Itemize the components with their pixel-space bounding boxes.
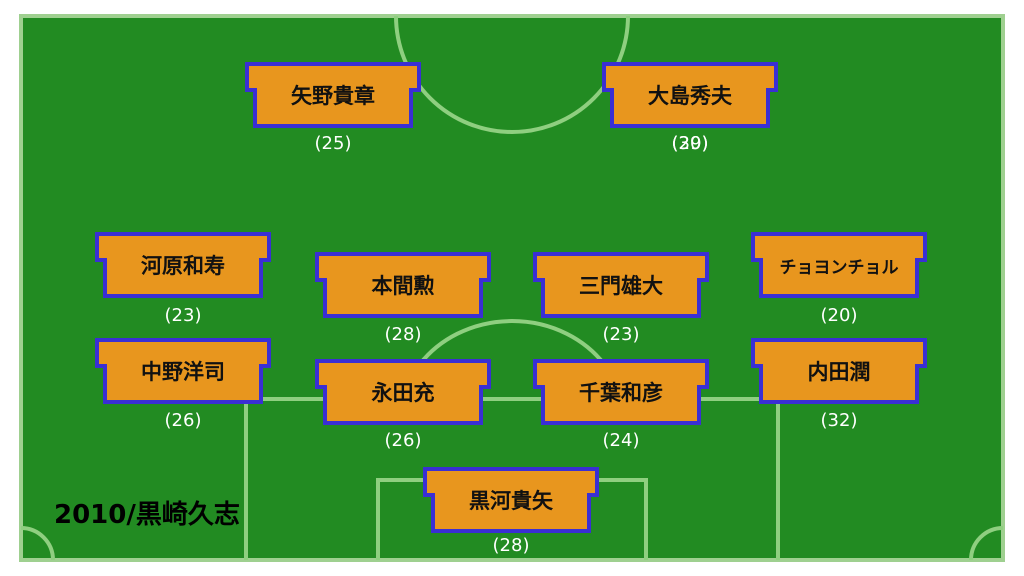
player-name: 永田充 [371,381,435,405]
player-name: チョヨンチョル [779,257,899,278]
shirt-icon [751,338,927,404]
shirt-icon [245,62,421,128]
shirt-icon [751,232,927,298]
player-age: (24) [602,430,640,451]
player-age: (20) [820,305,858,326]
player-card: 矢野貴章 [243,60,423,130]
player-card: 千葉和彦 [531,357,711,427]
player-card: 永田充 [313,357,493,427]
player-name: 千葉和彦 [579,381,663,405]
player-age: (28) [492,535,530,556]
player-name: 河原和寿 [141,254,225,278]
shirt-icon [315,252,491,318]
player-card: 中野洋司 [93,336,273,406]
player-name: 内田潤 [807,360,871,384]
player-age: (25) [314,133,352,154]
penalty-box [244,397,780,560]
penalty-arc [418,319,606,366]
shirt-icon [95,338,271,404]
player-name: 大島秀夫 [648,84,732,108]
player-name: 中野洋司 [141,360,225,384]
player-name: 三門雄大 [579,274,663,298]
player-age-overlap: (30) [671,133,709,154]
player-age: (26) [384,430,422,451]
player-card: 三門雄大 [531,250,711,320]
shirt-icon [315,359,491,425]
shirt-icon [423,467,599,533]
player-name: 矢野貴章 [291,84,375,108]
player-age: (29) [671,133,709,154]
player-card: 大島秀夫 [600,60,780,130]
player-age: (32) [820,410,858,431]
player-age: (26) [164,410,202,431]
player-card: 内田潤 [749,336,929,406]
player-name: 本間勲 [371,274,435,298]
player-age: (23) [164,305,202,326]
player-card: 河原和寿 [93,230,273,300]
player-card: チョヨンチョル [749,230,929,300]
player-name: 黒河貴矢 [469,489,553,513]
player-age: (28) [384,324,422,345]
player-card: 本間勲 [313,250,493,320]
shirt-icon [95,232,271,298]
corner-arc-right [969,526,1004,561]
player-age: (23) [602,324,640,345]
player-card: 黒河貴矢 [421,465,601,535]
shirt-icon [602,62,778,128]
corner-arc-left [20,526,55,561]
shirt-icon [533,359,709,425]
shirt-icon [533,252,709,318]
formation-caption: 2010/黒崎久志 [54,500,240,530]
